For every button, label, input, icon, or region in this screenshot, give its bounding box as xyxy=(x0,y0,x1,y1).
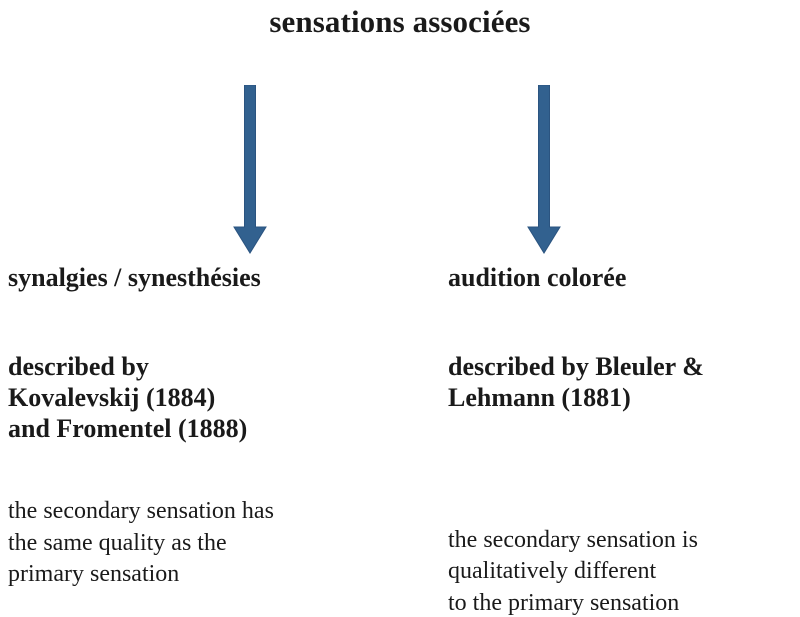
page-title: sensations associées xyxy=(269,4,531,39)
column-attribution: described by Kovalevskij (1884) and From… xyxy=(8,294,428,445)
description-line: the same quality as the xyxy=(8,529,227,556)
description-line: primary sensation xyxy=(8,561,180,588)
arrow-to-audition-coloree xyxy=(522,85,566,255)
description-line: qualitatively different xyxy=(448,558,657,585)
down-arrow-icon xyxy=(527,85,561,254)
attribution-line: Kovalevskij (1884) xyxy=(8,382,216,412)
arrow-to-synalgies xyxy=(228,85,272,255)
column-description: the secondary sensation has the same qua… xyxy=(8,444,428,590)
down-arrow-icon xyxy=(233,85,267,254)
column-heading: audition colorée xyxy=(448,263,627,292)
description-line: to the primary sensation xyxy=(448,589,680,616)
column-attribution: described by Bleuler & Lehmann (1881) xyxy=(448,294,800,413)
attribution-line: described by xyxy=(8,351,149,381)
attribution-line: described by Bleuler & xyxy=(448,351,704,381)
column-heading: synalgies / synesthésies xyxy=(8,263,261,292)
column-synalgies: synalgies / synesthésies described by Ko… xyxy=(8,263,428,591)
attribution-line: Lehmann (1881) xyxy=(448,382,631,412)
column-description: the secondary sensation is qualitatively… xyxy=(448,413,800,617)
description-line: the secondary sensation is xyxy=(448,527,698,554)
attribution-line: and Fromentel (1888) xyxy=(8,414,248,444)
description-line: the secondary sensation has xyxy=(8,498,274,525)
column-audition-coloree: audition colorée described by Bleuler & … xyxy=(448,263,800,617)
